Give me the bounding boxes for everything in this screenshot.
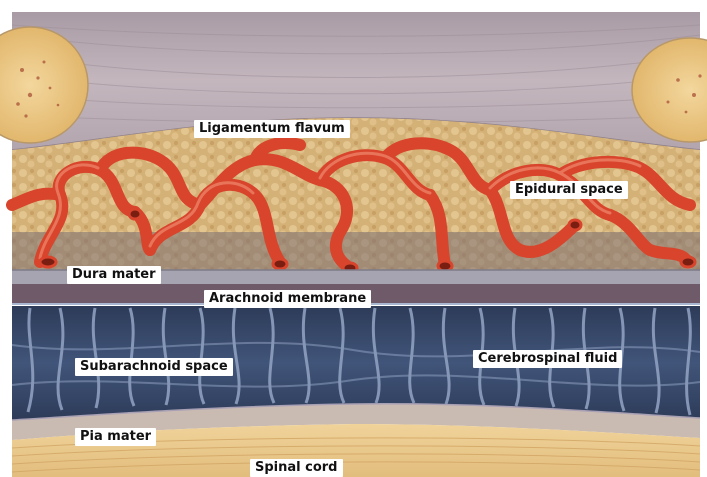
label-arachnoid-membrane: Arachnoid membrane (204, 290, 371, 308)
label-pia-mater: Pia mater (75, 428, 156, 446)
label-subarachnoid-space: Subarachnoid space (75, 358, 233, 376)
label-epidural-space: Epidural space (510, 181, 628, 199)
label-dura-mater: Dura mater (67, 266, 161, 284)
label-cerebrospinal-fluid: Cerebrospinal fluid (473, 350, 622, 368)
label-spinal-cord: Spinal cord (250, 459, 343, 477)
label-ligamentum-flavum: Ligamentum flavum (194, 120, 350, 138)
